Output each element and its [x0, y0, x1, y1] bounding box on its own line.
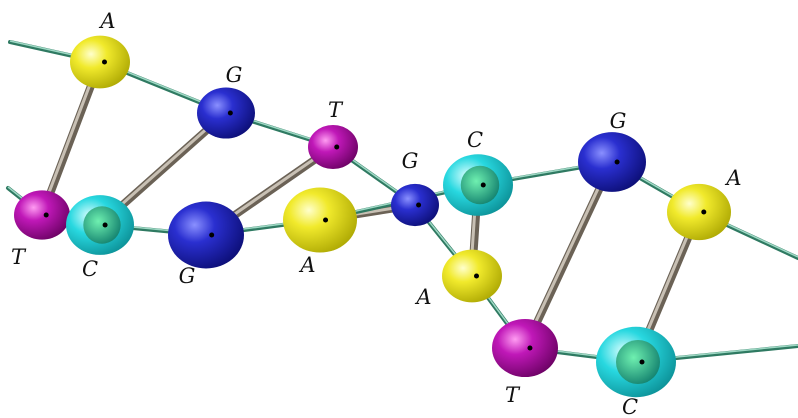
nucleotide-A: [70, 35, 130, 89]
sphere-center-dot: [527, 345, 533, 351]
sphere-center-dot: [209, 232, 215, 238]
sphere-center-dot: [639, 359, 645, 365]
sphere-center-dot: [416, 202, 422, 208]
sphere-G: [391, 183, 439, 227]
sphere-core: [460, 165, 500, 205]
sphere-T: [492, 318, 558, 378]
nucleotide-A: [667, 183, 731, 241]
base-label: A: [298, 253, 315, 277]
base-pair-rung-highlight: [522, 161, 612, 349]
base-label: A: [724, 166, 741, 190]
nucleotide-T: [308, 125, 358, 169]
base-label: G: [226, 63, 243, 87]
nucleotide-spheres: [14, 35, 731, 398]
sphere-A: [283, 187, 357, 253]
sphere-center-dot: [102, 222, 108, 228]
sphere-A: [70, 35, 130, 89]
base-label: C: [622, 395, 638, 418]
nucleotide-C: [596, 326, 676, 398]
sphere-T: [14, 190, 70, 240]
sphere-core: [83, 206, 121, 244]
base-label: G: [179, 264, 196, 288]
nucleotide-A: [283, 187, 357, 253]
sphere-A: [442, 249, 502, 303]
nucleotide-G: [197, 87, 255, 139]
nucleotide-C: [66, 195, 134, 255]
base-label: A: [414, 285, 431, 309]
sphere-core: [616, 340, 660, 384]
sphere-center-dot: [474, 273, 479, 279]
base-pair-rung-highlight: [39, 61, 100, 216]
base-label: G: [610, 109, 627, 133]
base-label: A: [98, 9, 115, 33]
sphere-center-dot: [701, 209, 707, 215]
sphere-center-dot: [480, 182, 486, 188]
nucleotide-G: [168, 201, 244, 269]
nucleotide-A: [442, 249, 502, 303]
sphere-center-dot: [102, 59, 107, 65]
sphere-G: [197, 87, 255, 139]
base-label: T: [328, 98, 344, 122]
base-label: G: [402, 149, 419, 173]
sphere-center-dot: [43, 212, 49, 218]
nucleotide-C: [443, 154, 513, 216]
sphere-A: [667, 183, 731, 241]
base-label: T: [505, 383, 521, 407]
base-label: C: [467, 128, 483, 152]
sphere-center-dot: [323, 217, 329, 223]
nucleotide-G: [578, 132, 646, 192]
sphere-T: [308, 125, 358, 169]
base-labels: A G T G C G A T C G A A T C: [11, 9, 742, 418]
nucleotide-T: [14, 190, 70, 240]
sphere-center-dot: [334, 144, 340, 150]
sphere-G: [578, 132, 646, 192]
sphere-center-dot: [614, 159, 620, 165]
base-label: C: [82, 257, 98, 281]
nucleotide-G: [391, 183, 439, 227]
sphere-G: [168, 201, 244, 269]
nucleotide-T: [492, 318, 558, 378]
sphere-center-dot: [227, 110, 233, 116]
base-pair-rungs: [38, 58, 703, 366]
base-label: T: [11, 245, 27, 269]
